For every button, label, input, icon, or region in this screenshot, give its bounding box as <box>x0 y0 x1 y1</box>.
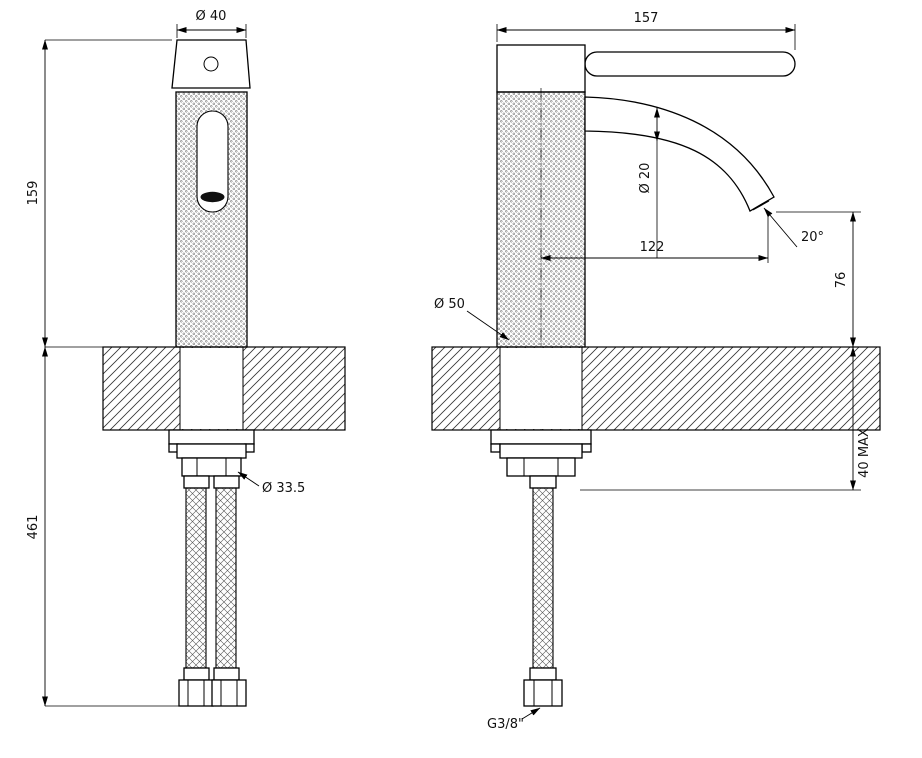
mounting-plate-side <box>490 429 592 445</box>
handle-lever <box>584 51 796 77</box>
mounting-plate-front <box>168 429 255 445</box>
hose-collar <box>183 667 210 681</box>
front-view: Ø 40 159 461 Ø 33.5 <box>26 9 346 707</box>
spout-recess <box>196 110 229 213</box>
spout-outlet-front <box>200 191 225 203</box>
dim-label-hose-thread: G3/8" <box>487 717 524 732</box>
countertop-side <box>431 346 881 431</box>
mounting-spacer-front <box>176 443 247 459</box>
hose-collar <box>183 475 210 489</box>
dim-label-spout-angle: 20° <box>801 230 824 245</box>
dim-label-top-diameter: Ø 40 <box>196 9 227 24</box>
hose-collar <box>529 475 557 489</box>
dim-label-spout-height: 76 <box>834 272 849 289</box>
mounting-nut-side <box>506 457 576 477</box>
mounting-spacer-side <box>499 443 583 459</box>
hose-fitting-side <box>523 679 563 707</box>
dim-label-spout-reach: 122 <box>640 240 665 255</box>
hose-collar <box>213 667 240 681</box>
leader-line-shank-diameter <box>237 471 260 487</box>
dim-label-max-thickness: 40 MAX <box>857 428 872 478</box>
dim-label-body-diameter: Ø 50 <box>434 297 465 312</box>
supply-hose-left <box>185 487 207 669</box>
spout-outlet-rim <box>752 200 770 211</box>
mounting-tab-right <box>581 443 592 453</box>
angle-leader-line <box>763 207 798 248</box>
handle-plate <box>171 39 251 89</box>
hose-fitting-right <box>211 679 247 707</box>
hose-collar <box>213 475 240 489</box>
handle-hole <box>203 56 219 72</box>
leader-line-body-diameter <box>466 310 510 341</box>
shank-through-counter-front <box>180 348 243 429</box>
dim-label-height-below: 461 <box>26 515 41 540</box>
side-view: 157 Ø 20 122 20° 76 40 MAX Ø 50 G3/8" <box>431 11 881 732</box>
supply-hose-right <box>215 487 237 669</box>
hose-fitting-left <box>178 679 214 707</box>
supply-hose-side <box>532 487 554 669</box>
dim-label-overall-depth: 157 <box>634 11 659 26</box>
body-top-cap <box>496 44 586 93</box>
spout <box>584 96 775 212</box>
dim-label-spout-diameter: Ø 20 <box>638 163 653 194</box>
hose-collar <box>529 667 557 681</box>
mounting-nut-front <box>181 457 242 477</box>
dim-label-shank-diameter: Ø 33.5 <box>262 481 305 496</box>
leader-line-hose-thread <box>521 707 541 720</box>
shank-through-counter-side <box>500 348 582 429</box>
mounting-tab-left <box>490 443 501 453</box>
dim-label-height-above: 159 <box>26 181 41 206</box>
